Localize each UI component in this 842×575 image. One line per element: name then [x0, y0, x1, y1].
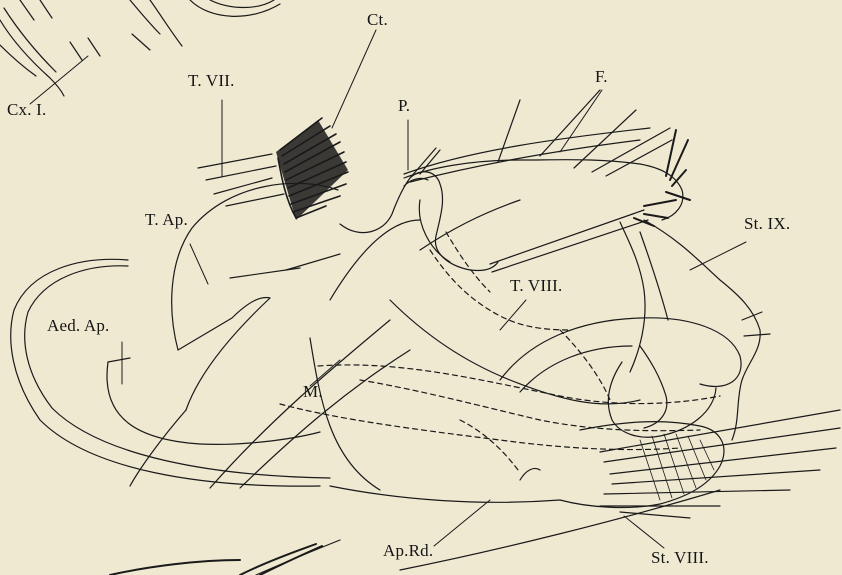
aedeagal-apodeme	[11, 259, 330, 486]
internal-dashed	[280, 232, 720, 470]
sternite-viii-hatching	[640, 434, 714, 500]
label-p: P.	[398, 96, 410, 116]
label-ct: Ct.	[367, 10, 388, 30]
tergal-apodeme	[172, 183, 338, 410]
clasper-process	[340, 90, 683, 271]
manubrium	[130, 220, 420, 490]
sternite-viii-setae	[600, 410, 840, 518]
label-aed-ap: Aed. Ap.	[47, 316, 110, 336]
label-t-ap: T. Ap.	[145, 210, 188, 230]
label-st-ix: St. IX.	[744, 214, 790, 234]
label-cx-i: Cx. I.	[7, 100, 46, 120]
clasper-spines	[634, 130, 690, 226]
label-ap-rd: Ap.Rd.	[383, 541, 433, 561]
label-m: M.	[303, 382, 323, 402]
leg-fragment-bottom	[110, 544, 322, 575]
coxa-fragment	[0, 0, 280, 96]
label-t-vii: T. VII.	[188, 71, 235, 91]
label-f: F.	[595, 67, 608, 87]
label-t-viii: T. VIII.	[510, 276, 562, 296]
tergite-viii	[390, 300, 741, 437]
clasper-rod	[420, 200, 648, 272]
sternite-ix	[620, 220, 770, 440]
label-st-viii: St. VIII.	[651, 548, 709, 568]
